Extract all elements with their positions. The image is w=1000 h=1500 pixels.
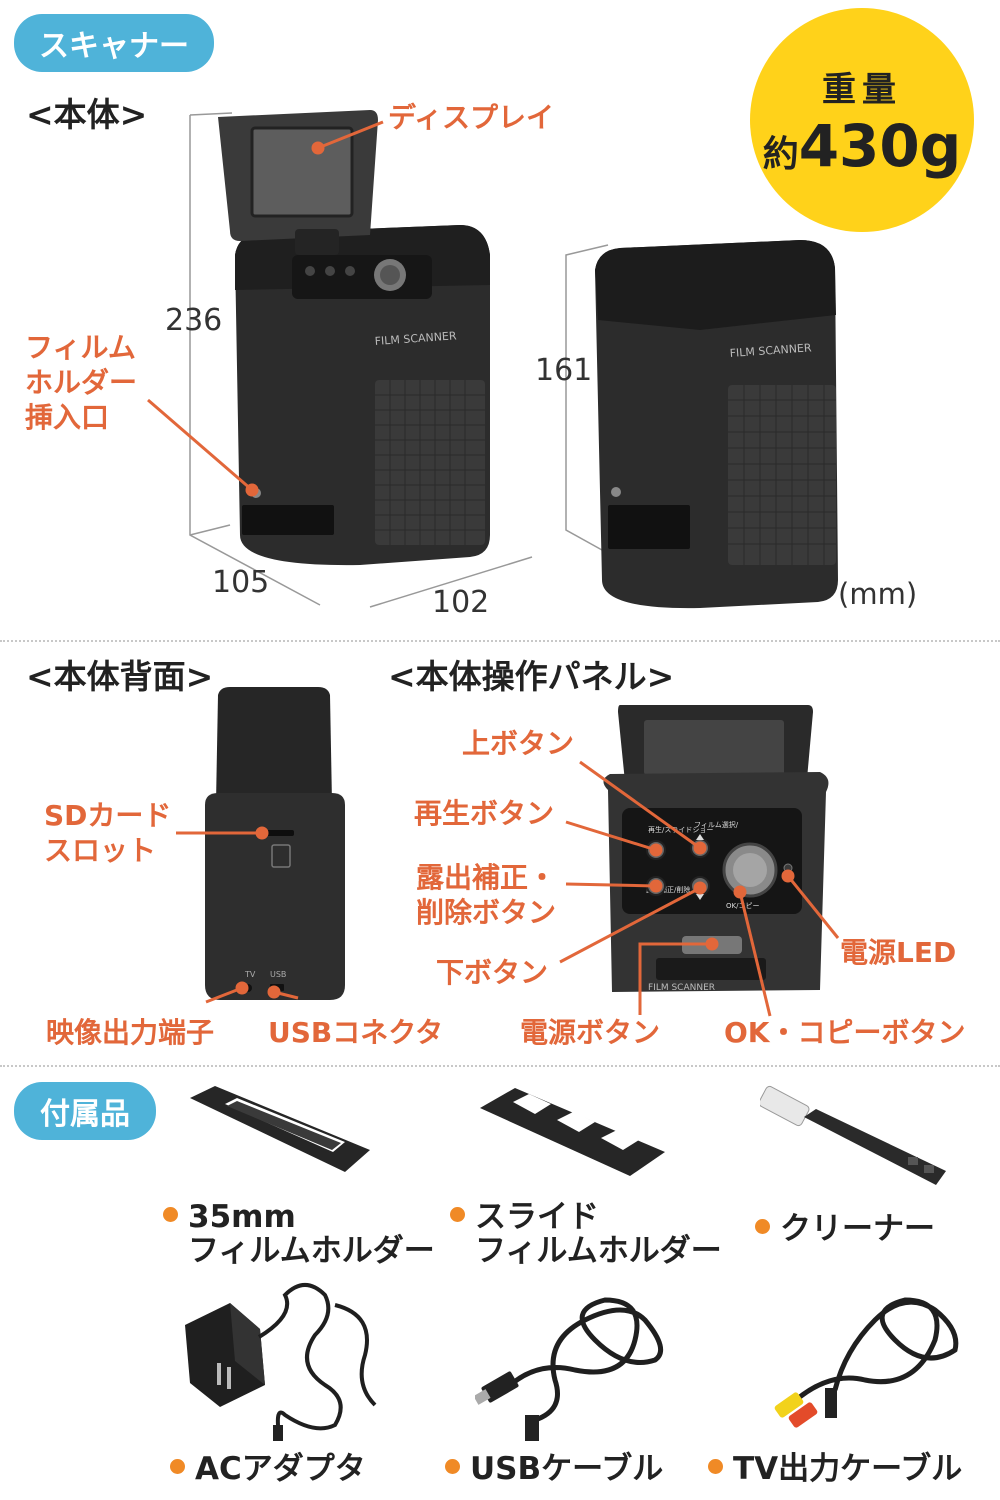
- callout-display: ディスプレイ: [388, 101, 555, 134]
- callout-ok-copy-button: OK・コピーボタン: [724, 1016, 966, 1049]
- cleaner-brush-icon: [760, 1085, 946, 1185]
- bullet-icon: [450, 1207, 465, 1222]
- film-holder-35mm-icon: [190, 1086, 370, 1172]
- brand-text-panel: FILM SCANNER: [648, 983, 715, 993]
- divider-1: [0, 640, 1000, 642]
- usb-cable-icon: [475, 1297, 664, 1441]
- accessory-35mm-line2: フィルムホルダー: [188, 1233, 435, 1270]
- accessory-slide-line1: スライド: [475, 1199, 599, 1235]
- dimension-height-open: 236: [165, 303, 223, 338]
- accessory-ac-adapter-text: ACアダプタ: [195, 1451, 366, 1487]
- section-label-accessories: 付属品: [14, 1082, 156, 1140]
- bullet-icon: [755, 1219, 770, 1234]
- scanner-back-illustration: TV USB: [205, 687, 345, 1000]
- back-tv-label: TV: [244, 970, 256, 979]
- callout-film-holder-slot-line3: 挿入口: [25, 401, 110, 434]
- weight-badge: 重量 約430g: [750, 8, 974, 232]
- callout-exposure-delete: 露出補正・ 削除ボタン: [416, 860, 556, 930]
- accessory-label-tv-cable: TV出力ケーブル: [708, 1452, 962, 1486]
- callout-film-holder-slot-line2: ホルダー: [25, 366, 138, 399]
- control-panel-illustration: 再生/スライドショー フィルム選択/ 露出補正/削除 OK/コピー FILM S…: [603, 705, 829, 993]
- section-label-scanner: スキャナー: [14, 14, 214, 72]
- callout-exposure-delete-line2: 削除ボタン: [416, 896, 557, 929]
- dimension-depth: 105: [212, 565, 270, 600]
- bullet-icon: [163, 1207, 178, 1222]
- dimension-width: 102: [432, 585, 490, 620]
- callout-power-button: 電源ボタン: [520, 1016, 661, 1049]
- callout-power-led: 電源LED: [840, 936, 957, 969]
- callout-video-out: 映像出力端子: [46, 1016, 215, 1049]
- scanner-closed-illustration: FILM SCANNER: [565, 240, 838, 609]
- accessory-label-usb-cable: USBケーブル: [445, 1452, 663, 1486]
- dimension-height-closed: 161: [535, 353, 593, 388]
- heading-panel: <本体操作パネル>: [388, 657, 675, 696]
- weight-label: 重量: [822, 70, 902, 110]
- callout-lines-top: [147, 120, 384, 497]
- accessory-label-slide: スライド フィルムホルダー: [450, 1200, 722, 1268]
- scanner-open-illustration: FILM SCANNER: [189, 110, 533, 608]
- bullet-icon: [708, 1459, 723, 1474]
- tv-cable-icon: [774, 1297, 959, 1428]
- panel-exposure-text: 露出補正/削除: [646, 885, 690, 894]
- bullet-icon: [170, 1459, 185, 1474]
- divider-2: [0, 1065, 1000, 1067]
- accessory-tv-cable-text: TV出力ケーブル: [733, 1451, 963, 1487]
- brand-text-open: FILM SCANNER: [374, 329, 457, 348]
- callout-up-button: 上ボタン: [462, 727, 575, 760]
- weight-value-line: 約430g: [750, 112, 974, 180]
- accessory-slide-line2: フィルムホルダー: [475, 1233, 722, 1270]
- callout-usb-connector: USBコネクタ: [268, 1016, 444, 1049]
- callout-film-holder-slot: フィルム ホルダー 挿入口: [25, 330, 137, 435]
- callout-sd-slot: SDカード スロット: [44, 798, 171, 868]
- ac-adapter-icon: [185, 1283, 377, 1441]
- callout-play-button: 再生ボタン: [414, 797, 555, 830]
- back-usb-label: USB: [270, 970, 286, 979]
- slide-holder-icon: [480, 1088, 665, 1176]
- callout-sd-slot-line2: スロット: [44, 834, 157, 867]
- callout-sd-slot-line1: SDカード: [44, 799, 172, 832]
- callout-exposure-delete-line1: 露出補正・: [416, 861, 557, 894]
- bullet-icon: [445, 1459, 460, 1474]
- panel-play-text: 再生/スライドショー: [648, 825, 713, 834]
- heading-back: <本体背面>: [26, 657, 214, 696]
- brand-text-closed: FILM SCANNER: [729, 341, 812, 360]
- callout-down-button: 下ボタン: [436, 956, 549, 989]
- heading-body: <本体>: [26, 95, 148, 134]
- panel-film-text: フィルム選択/: [694, 820, 739, 829]
- callout-lines-middle: [176, 760, 840, 1017]
- accessory-35mm-line1: 35mm: [188, 1199, 296, 1235]
- accessory-label-ac-adapter: ACアダプタ: [170, 1452, 366, 1486]
- accessory-label-cleaner: クリーナー: [755, 1212, 935, 1246]
- accessory-label-35mm: 35mm フィルムホルダー: [163, 1200, 435, 1268]
- dimension-unit: (mm): [838, 577, 918, 611]
- callout-film-holder-slot-line1: フィルム: [25, 331, 136, 364]
- accessory-cleaner-text: クリーナー: [780, 1211, 935, 1247]
- weight-value: 430g: [798, 112, 962, 180]
- weight-prefix: 約: [762, 134, 799, 175]
- accessory-usb-cable-text: USBケーブル: [470, 1451, 664, 1487]
